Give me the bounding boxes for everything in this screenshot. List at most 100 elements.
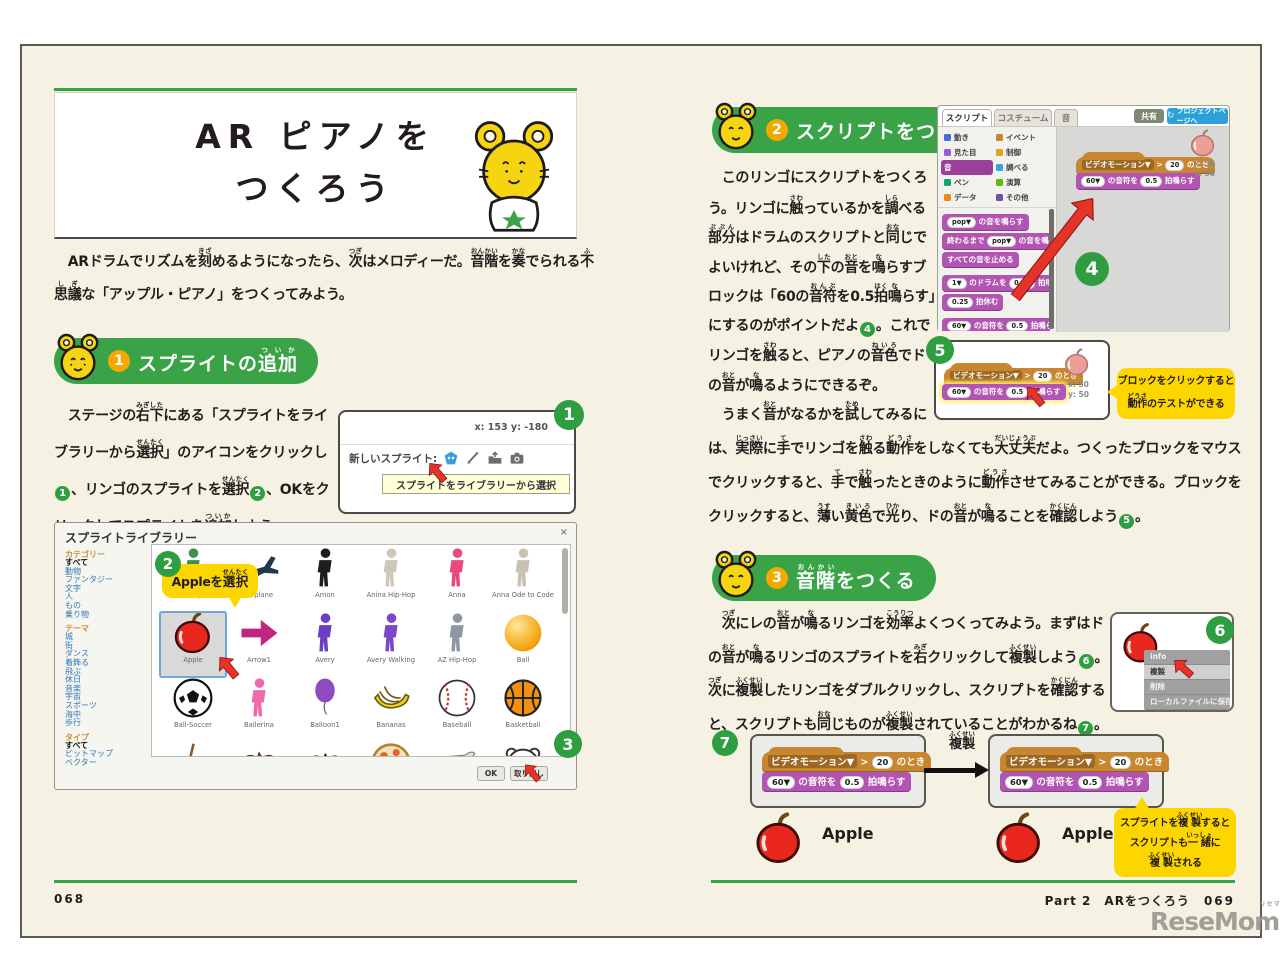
palette-block[interactable]: 0.25 拍休む	[942, 293, 1004, 310]
block-value-pill: 20	[871, 756, 894, 770]
paintbrush-icon[interactable]	[465, 450, 481, 466]
category-その他[interactable]: その他	[993, 190, 1051, 205]
tab-scripts[interactable]: スクリプト	[942, 109, 992, 126]
sidebar-filter-item[interactable]: 街	[65, 640, 73, 650]
category-調べる[interactable]: 調べる	[993, 160, 1051, 175]
tab-sounds[interactable]: 音	[1054, 109, 1078, 126]
section1-title: スプライトの追加ついか	[138, 346, 299, 375]
sidebar-filter-item[interactable]: 歩行	[65, 718, 81, 728]
palette-block[interactable]: 60▼ の音符を 0.5 拍鳴らす	[942, 317, 1050, 331]
sidebar-filter-item[interactable]: ファンタジー	[65, 575, 113, 585]
script-sound-block[interactable]: 60▼ の音符を 0.5 拍鳴らす	[1076, 173, 1200, 189]
text-line: 思議しぎな「アップル・ピアノ」をつくってみよう。	[54, 280, 353, 303]
sprite-cell-pizza[interactable]	[358, 742, 424, 756]
sidebar-filter-item[interactable]: 動物	[65, 566, 81, 576]
bear-sprite-icon	[502, 742, 544, 756]
palette-block[interactable]: pop▼ の音を鳴らす	[942, 214, 1029, 230]
context-menu-item-削除[interactable]: 削除	[1144, 680, 1230, 695]
sidebar-filter-item[interactable]: 着飾る	[65, 657, 89, 667]
close-icon[interactable]: ×	[559, 527, 568, 538]
section2-paragraph: このリンゴにスクリプトをつくろう。リンゴに触さわっているかを調しらべる部分ぶぶん…	[708, 164, 958, 430]
category-見た目[interactable]: 見た目	[941, 145, 993, 160]
palette-block[interactable]: すべての音を止める	[942, 251, 1019, 267]
sprite-cell-dog[interactable]	[424, 742, 490, 756]
sidebar-filter-item[interactable]: スポーツ	[65, 700, 97, 710]
bat-black-sprite-icon	[304, 742, 346, 756]
sprite-cell-Anna Ode to Code[interactable]: Anna Ode to Code	[490, 547, 556, 612]
sprite-cell-Anina Hip-Hop[interactable]: Anina Hip-Hop	[358, 547, 424, 612]
text-line: リンゴを触さわると、ピアノの音色ねいろでド	[708, 341, 926, 364]
block-value-pill: 20	[1109, 756, 1132, 770]
camera-icon[interactable]	[509, 450, 525, 466]
sprite-cell-AZ Hip-Hop[interactable]: AZ Hip-Hop	[424, 612, 490, 677]
sprite-cell-Avery Walking[interactable]: Avery Walking	[358, 612, 424, 677]
sprite-cell-Anna[interactable]: Anna	[424, 547, 490, 612]
sidebar-filter-item[interactable]: 宇宙	[65, 692, 81, 702]
sprite-cell-bear[interactable]	[490, 742, 556, 756]
sidebar-filter-item[interactable]: ベクター	[65, 757, 97, 767]
sidebar-filter-item[interactable]: もの	[65, 600, 81, 610]
sprite-cell-Ball-Soccer[interactable]: Ball-Soccer	[160, 677, 226, 742]
sidebar-filter-item[interactable]: すべて	[65, 558, 89, 567]
sidebar-filter-item[interactable]: 文字	[65, 583, 81, 593]
script-box-apple1: ビデオモーション▼ > 20 のとき 60▼ の音符を 0.5 拍鳴らす	[750, 734, 932, 808]
page-number-right: 069	[1203, 894, 1235, 908]
library-scrollbar-thumb[interactable]	[562, 548, 568, 614]
sidebar-section-header: テーマ	[65, 624, 89, 634]
Baseball-sprite-icon	[436, 677, 478, 719]
mouse-face-icon	[57, 333, 99, 381]
category-イベント[interactable]: イベント	[993, 130, 1051, 145]
context-menu-item-info[interactable]: info	[1144, 650, 1230, 665]
sprite-cell-Avery[interactable]: Avery	[292, 612, 358, 677]
sprite-cell-Balloon1[interactable]: Balloon1	[292, 677, 358, 742]
project-page-button[interactable]: ↻ プロジェクトページへ	[1167, 107, 1228, 125]
sidebar-filter-item[interactable]: すべて	[65, 740, 89, 750]
block-value-pill: 0.5	[1006, 320, 1029, 331]
sidebar-filter-item[interactable]: 休日	[65, 675, 81, 685]
sidebar-filter-item[interactable]: 海中	[65, 709, 81, 719]
palette-scrollbar[interactable]	[1049, 209, 1054, 329]
palette-block[interactable]: 終わるまで pop▼ の音を鳴らす	[942, 232, 1050, 249]
sprite-cell-Amon[interactable]: Amon	[292, 547, 358, 612]
sprite-name-label: Avery	[315, 656, 335, 664]
sprite-cell-bat-black[interactable]	[292, 742, 358, 756]
upload-sprite-icon[interactable]	[487, 450, 503, 466]
sprite-cell-Apple[interactable]: Apple	[159, 611, 227, 678]
text-line: うまく音おとがなるかを試ためしてみるに	[708, 400, 927, 423]
sprite-cell-Ball[interactable]: Ball	[490, 612, 556, 677]
sidebar-filter-item[interactable]: 音楽	[65, 683, 81, 693]
category-データ[interactable]: データ	[941, 190, 993, 205]
library-sidebar: カテゴリーすべて動物ファンタジー文字人もの乗り物テーマ城街ダンス着飾る飛ぶ休日音…	[65, 545, 147, 767]
share-button[interactable]: 共有	[1134, 109, 1164, 123]
sprite-cell-Ballerina[interactable]: Ballerina	[226, 677, 292, 742]
sprite-library-icon[interactable]	[443, 450, 459, 466]
sidebar-filter-item[interactable]: 飛ぶ	[65, 666, 81, 676]
sidebar-section-header: カテゴリー	[65, 550, 105, 559]
step-ref-circle: 1	[55, 486, 70, 501]
sprite-cell-Baseball[interactable]: Baseball	[424, 677, 490, 742]
category-ペン[interactable]: ペン	[941, 175, 993, 190]
sprite-cell-Basketball[interactable]: Basketball	[490, 677, 556, 742]
context-menu-item-ローカルファイルに保存[interactable]: ローカルファイルに保存	[1144, 695, 1230, 710]
sprite-cell-broom[interactable]	[160, 742, 226, 756]
category-音[interactable]: 音	[941, 160, 993, 175]
ok-button[interactable]: OK	[477, 766, 505, 781]
category-動き[interactable]: 動き	[941, 130, 993, 145]
category-制御[interactable]: 制御	[993, 145, 1051, 160]
sidebar-filter-item[interactable]: ビットマップ	[65, 749, 113, 759]
text-line: の音おとが鳴なるようにできるぞ。	[708, 370, 886, 394]
block-value-pill: 0.5	[1077, 776, 1103, 790]
sprite-cell-Arrow1[interactable]: Arrow1	[226, 612, 292, 677]
tab-costumes[interactable]: コスチューム	[994, 109, 1052, 126]
sidebar-filter-item[interactable]: 乗り物	[65, 609, 89, 619]
sidebar-filter-item[interactable]: ダンス	[65, 649, 89, 659]
category-演算[interactable]: 演算	[993, 175, 1051, 190]
sprite-cell-Bananas[interactable]: Bananas	[358, 677, 424, 742]
script-hat-block[interactable]: ビデオモーション▼ > 20 のとき	[944, 363, 1084, 384]
sidebar-filter-item[interactable]: 城	[65, 632, 73, 642]
text-line: ステージの右下みぎしたにある「スプライトをライ	[54, 401, 328, 424]
sprite-cell-bat-brown[interactable]	[226, 742, 292, 756]
sidebar-filter-item[interactable]: 人	[65, 592, 73, 602]
script-hat-block[interactable]: ビデオモーション▼ > 20 のとき	[1076, 152, 1216, 173]
